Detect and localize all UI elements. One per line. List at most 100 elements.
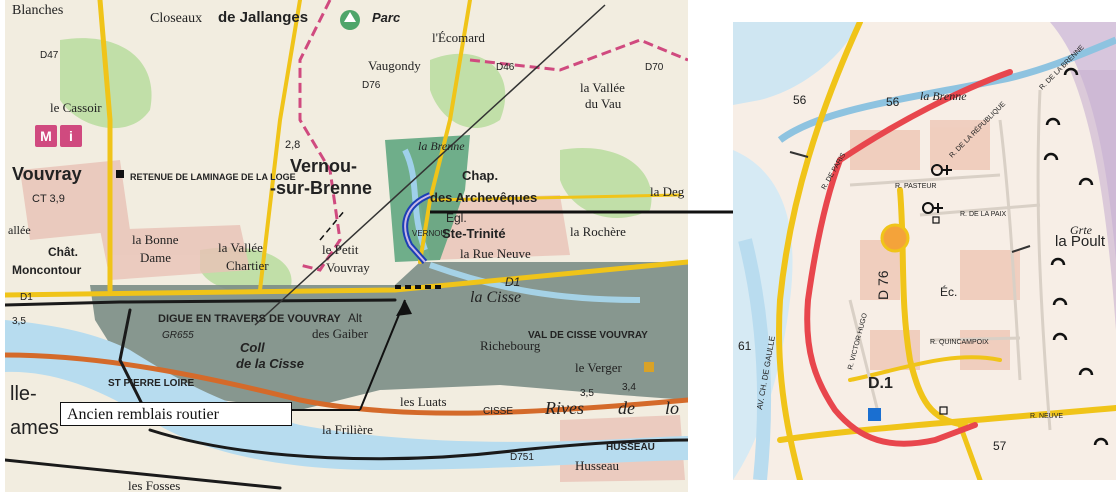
- label-closeaux: Closeaux: [150, 11, 202, 26]
- label-chap: Chap.: [462, 168, 498, 183]
- dashed-line: [319, 209, 346, 241]
- tree-marks: [1043, 67, 1109, 446]
- roundabout-marker: [880, 223, 910, 253]
- label-r-pasteur: R. PASTEUR: [895, 183, 937, 190]
- label-ames: ames: [10, 417, 59, 439]
- label-petit-vouvray-1: le Petit: [322, 242, 359, 257]
- label-elev-28: 2,8: [285, 139, 300, 151]
- highlighted-section-inner: [404, 194, 431, 263]
- label-brenne-right: la Brenne: [920, 89, 967, 103]
- label-jallanges: de Jallanges: [218, 9, 308, 26]
- river-area-nw: [733, 22, 860, 105]
- label-ct: CT 3,9: [32, 193, 65, 205]
- verger-marker: [644, 362, 654, 372]
- label-d76-top: D76: [362, 80, 381, 91]
- label-ste-trinite: Ste-Trinité: [442, 226, 506, 241]
- label-vernou-small: VERNOU: [412, 229, 446, 238]
- label-parc: Parc: [372, 10, 401, 25]
- label-cisse-small: CISSE: [483, 406, 513, 417]
- urban-blocks: [850, 120, 1020, 370]
- flood-zone: [90, 262, 688, 410]
- loire-river: [5, 320, 688, 470]
- label-egl: Égl.: [446, 210, 467, 225]
- label-d1-left: D1: [20, 292, 33, 303]
- label-alt: Alt: [348, 311, 363, 325]
- label-rochere: la Rochère: [570, 224, 626, 239]
- floodplain-east-inner: [1070, 70, 1116, 330]
- label-moncontour: Moncontour: [12, 263, 82, 277]
- label-vouvray: Vouvray: [12, 164, 82, 184]
- label-d1: D1: [505, 275, 520, 289]
- label-r-neuve: R. NEUVE: [1030, 413, 1063, 420]
- label-petit-vouvray-2: Vouvray: [326, 260, 370, 275]
- label-vernou-1: Vernou-: [290, 156, 357, 176]
- label-fosses: les Fosses: [128, 478, 180, 492]
- label-vallee-vau-2: du Vau: [585, 96, 622, 111]
- label-blanches: Blanches: [12, 3, 63, 18]
- commune-boundary: [298, 0, 342, 272]
- label-coll-1: Coll: [240, 340, 265, 355]
- highlighted-route: [804, 69, 1013, 447]
- church-icon: [922, 164, 952, 214]
- label-de: de: [618, 398, 635, 418]
- label-retenue: RETENUE DE LAMINAGE DE LA LOGE: [130, 172, 296, 182]
- label-d70: D70: [645, 62, 664, 73]
- label-gr: GR655: [162, 330, 194, 341]
- label-elev-35: 3,5: [580, 388, 594, 399]
- label-vallee-chartier-2: Chartier: [226, 258, 269, 273]
- label-husseau-caps: HUSSEAU: [606, 442, 655, 453]
- label-ec: Éc.: [940, 284, 957, 299]
- label-lo: lo: [665, 398, 679, 418]
- label-d46: D46: [496, 62, 515, 73]
- bus-icon: [868, 408, 881, 421]
- label-elev-34: 3,4: [622, 382, 636, 393]
- town-marker: [116, 170, 124, 178]
- building-icon: [939, 406, 948, 415]
- label-r-paix: R. DE LA PAIX: [960, 211, 1006, 218]
- label-vernou-2: -sur-Brenne: [270, 178, 372, 198]
- label-friliere: la Frilière: [322, 422, 373, 437]
- museum-icon: M: [35, 125, 57, 147]
- right-map: 56 56 la Brenne 61 57 D 76 D.1 Éc. Grte …: [733, 22, 1116, 480]
- label-elev-31: 3,5: [12, 316, 26, 327]
- callout-leader: [359, 299, 406, 411]
- label-vallee-vau: la Vallée: [580, 80, 625, 95]
- svg-text:M: M: [40, 128, 52, 144]
- label-lle: lle-: [10, 383, 37, 405]
- school-icon: [932, 216, 940, 224]
- label-chat: Chât.: [48, 245, 78, 259]
- tree-icon: [340, 10, 360, 30]
- cisse-river: [428, 262, 641, 303]
- label-d47: D47: [40, 50, 59, 61]
- label-la-poult: la Poult: [1055, 233, 1106, 250]
- label-56b: 56: [886, 95, 900, 109]
- label-d751: D751: [510, 452, 534, 463]
- diagonal-line-1: [254, 4, 606, 326]
- label-coll-2: de la Cisse: [236, 356, 304, 371]
- label-vallee-chartier-1: la Vallée: [218, 240, 263, 255]
- svg-text:i: i: [69, 128, 73, 144]
- left-map-labels: Blanches Closeaux de Jallanges Parc l'Éc…: [8, 3, 685, 492]
- brenne-river: [402, 148, 428, 252]
- label-ecomard: l'Écomard: [432, 30, 485, 45]
- info-icon: i: [60, 125, 82, 147]
- label-bonne-dame-1: la Bonne: [132, 232, 179, 247]
- label-val-de-cisse: VAL DE CISSE VOUVRAY: [528, 330, 648, 341]
- label-deg: la Deg: [650, 184, 685, 199]
- road-network: [5, 0, 688, 490]
- crossing-marks: [789, 151, 1031, 253]
- label-gaiber: des Gaiber: [312, 326, 369, 341]
- label-archeveques: des Archevêques: [430, 190, 537, 205]
- label-56a: 56: [793, 93, 807, 107]
- label-allee: allée: [8, 223, 31, 237]
- label-st-pierre: ST PIERRE LOIRE: [108, 378, 194, 389]
- label-d1-right: D.1: [868, 375, 893, 392]
- label-vaugondy: Vaugondy: [368, 58, 421, 73]
- label-r-quincampoix: R. QUINCAMPOIX: [930, 339, 989, 346]
- commune-boundary-north: [469, 38, 688, 72]
- label-61: 61: [738, 339, 752, 353]
- callout-arrowhead: [396, 300, 412, 316]
- label-bonne-dame-2: Dame: [140, 250, 171, 265]
- label-grte: Grte: [1070, 223, 1093, 237]
